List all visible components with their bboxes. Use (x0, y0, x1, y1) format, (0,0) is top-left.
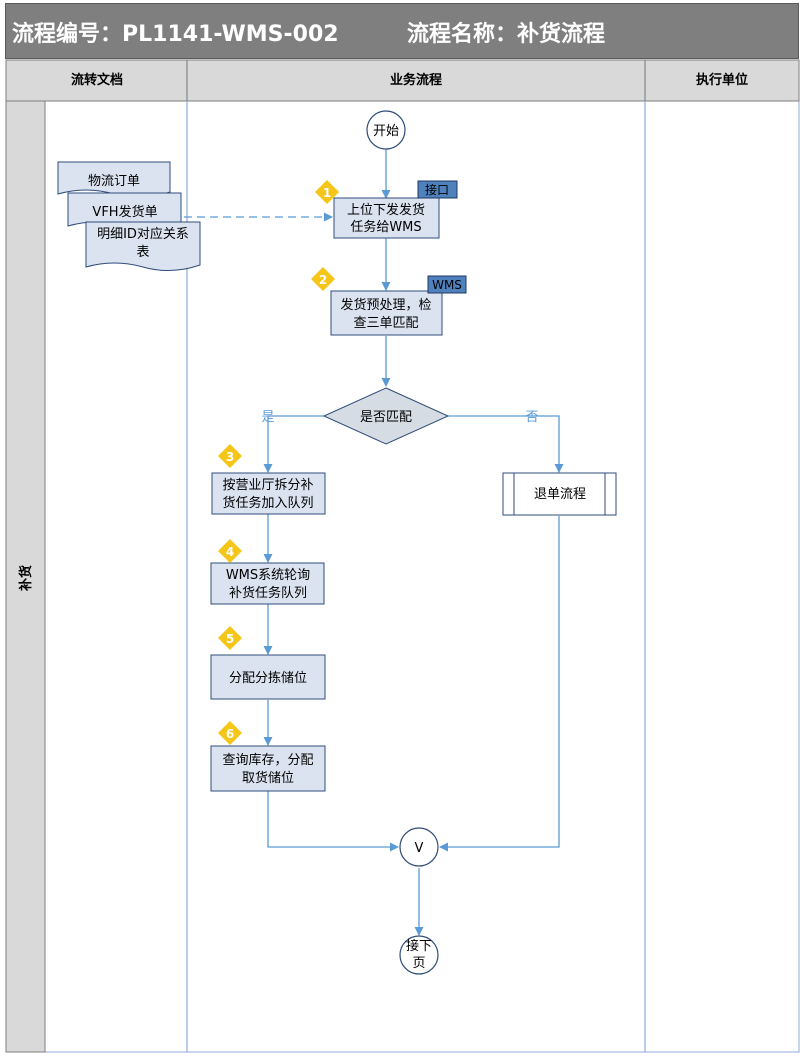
step-badge-1-label: 1 (323, 186, 331, 200)
step2-box (330, 290, 443, 336)
step3-box (211, 472, 326, 515)
no-label: 否 (525, 410, 538, 425)
interface-tag (417, 180, 458, 199)
step3-label: 按营业厅拆分补 (222, 478, 313, 493)
lane-header-documents: 流转文档 (71, 72, 123, 88)
wms-tag-label: WMS (432, 278, 462, 292)
step1-label: 上位下发发货 (347, 202, 425, 218)
decision-no-arrow (448, 415, 564, 473)
step6-to-merge-arrow (267, 791, 399, 852)
merge-connector (399, 827, 439, 867)
step-badge-4 (218, 539, 242, 563)
reject-process-box (502, 472, 617, 516)
step1-box (333, 197, 440, 239)
document-stack (57, 161, 201, 271)
decision-yes-arrow (263, 415, 324, 473)
interface-tag-label: 接口 (425, 182, 449, 197)
doc-detail-id-mapping: 明细ID对应关系 (97, 226, 189, 242)
connectors (184, 149, 564, 936)
doc-logistics-order: 物流订单 (88, 174, 140, 189)
process-name: 流程名称：补货流程 (407, 22, 606, 47)
process-number: 流程编号：PL1141-WMS-002 (12, 22, 339, 47)
step-badge-3 (218, 444, 242, 468)
step-badge-5-label: 5 (226, 632, 234, 646)
doc-detail-id-mapping-cont: 表 (136, 245, 149, 260)
step2-label-cont: 查三单匹配 (353, 316, 418, 331)
step4-label-cont: 补货任务队列 (229, 585, 307, 601)
step-badge-3-label: 3 (226, 450, 234, 464)
yes-label: 是 (261, 410, 274, 425)
step-badge-4-label: 4 (226, 545, 234, 559)
lane-row-label: 补货 (18, 565, 34, 592)
match-decision (322, 387, 450, 445)
reject-process-label: 退单流程 (534, 487, 586, 502)
step6-box (210, 745, 326, 792)
wms-tag (427, 275, 467, 294)
step-badge-6-label: 6 (226, 727, 234, 741)
step-badge-6 (218, 721, 242, 745)
reject-to-merge-arrow (439, 516, 560, 852)
start-label: 开始 (373, 124, 399, 139)
step-badge-2 (311, 267, 335, 291)
doc-vfh-shipping-order: VFH发货单 (92, 204, 157, 220)
step-badge-1 (315, 180, 339, 204)
step5-label: 分配分拣储位 (229, 671, 307, 686)
next-page-label: 接下 (406, 938, 432, 954)
lane-header-executor: 执行单位 (696, 72, 748, 88)
next-page-label-cont: 页 (412, 956, 425, 971)
step3-label-cont: 货任务加入队列 (222, 495, 313, 511)
step-badges: 1 2 3 4 5 6 (218, 180, 339, 745)
decision-label: 是否匹配 (360, 410, 412, 425)
step4-label: WMS系统轮询 (226, 568, 310, 583)
step6-label: 查询库存，分配 (222, 752, 313, 768)
merge-label: V (415, 841, 424, 856)
step1-label-cont: 任务给WMS (350, 219, 421, 235)
step-badge-2-label: 2 (319, 273, 327, 287)
start-node (366, 110, 406, 150)
lane-header-process: 业务流程 (390, 72, 442, 88)
step-badge-5 (218, 626, 242, 650)
step4-box (210, 562, 325, 605)
step6-label-cont: 取货储位 (242, 770, 294, 786)
step5-box (210, 654, 326, 700)
next-page-connector (399, 935, 439, 975)
step2-label: 发货预处理，检 (340, 297, 431, 313)
header-bar: 流程编号：PL1141-WMS-002 流程名称：补货流程 (5, 3, 799, 59)
